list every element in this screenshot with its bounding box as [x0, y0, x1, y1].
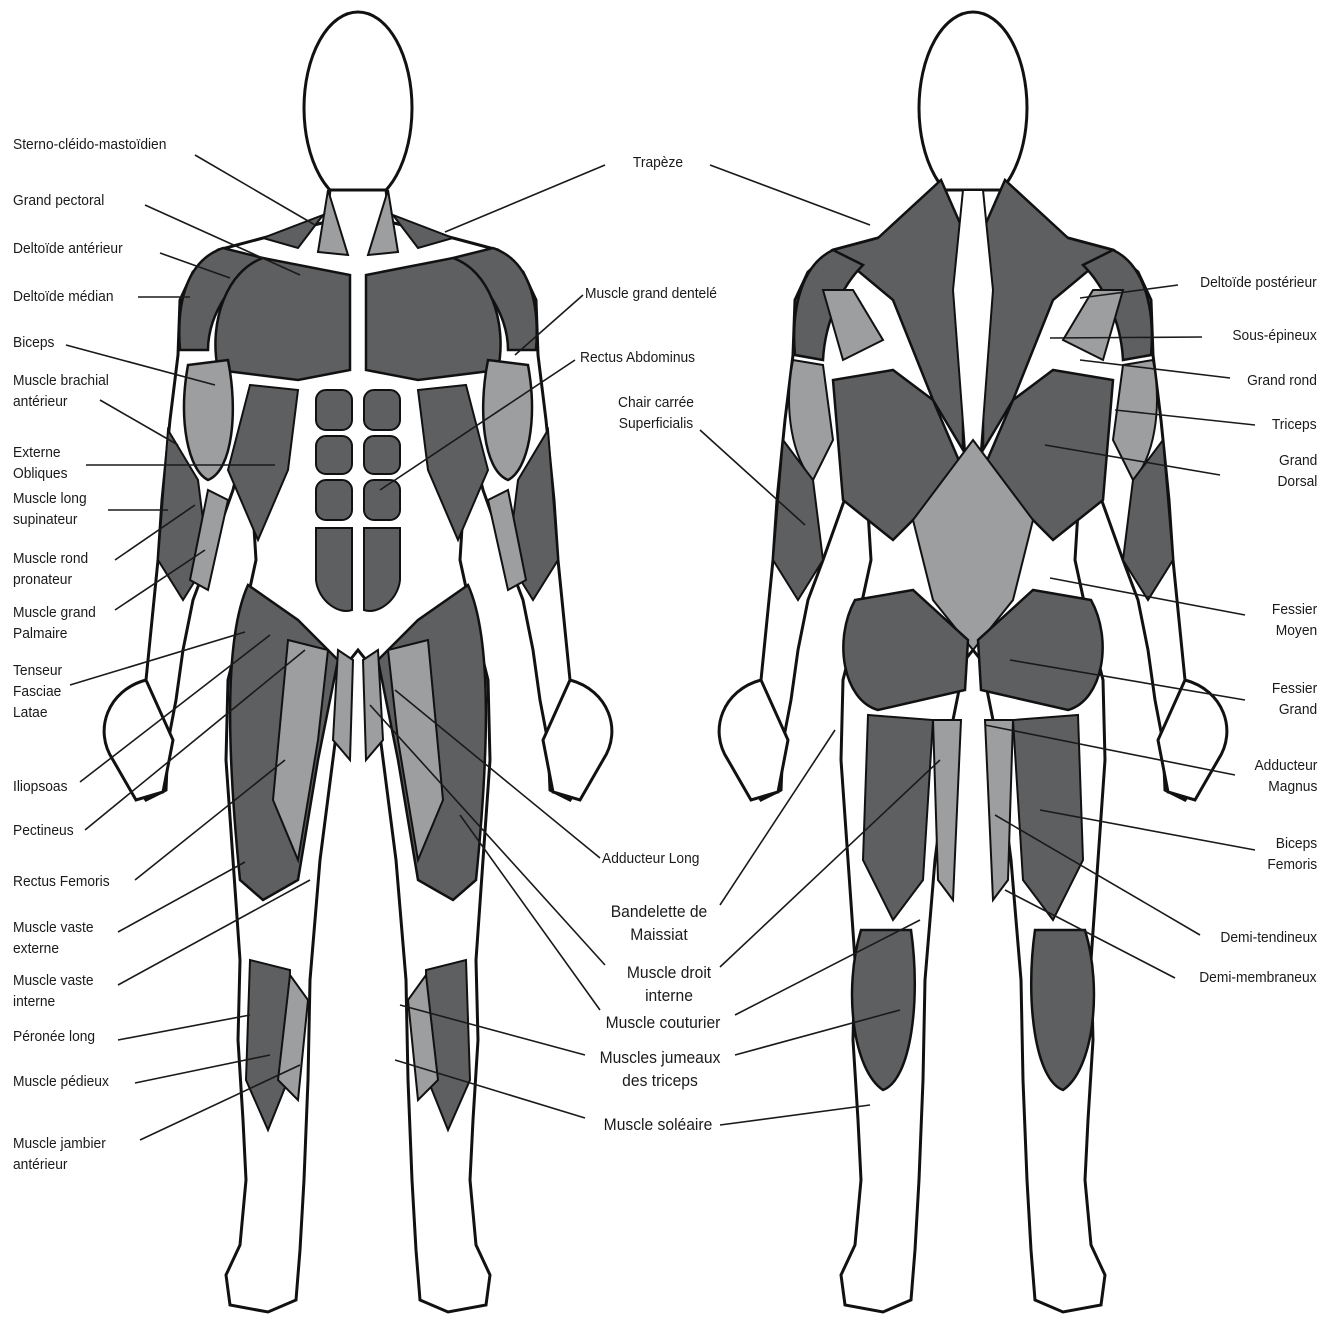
label-peronee-long: Péronée long	[13, 1028, 96, 1045]
label-couturier: Muscle couturier	[605, 1013, 721, 1032]
label-deltoide-anterieur: Deltoïde antérieur	[13, 240, 123, 257]
label-grand-pectoral: Grand pectoral	[13, 192, 105, 209]
label-triceps: Triceps	[1272, 416, 1317, 433]
front-figure	[102, 10, 614, 1314]
label-pectineus: Pectineus	[13, 822, 74, 839]
label-biceps: Biceps	[13, 334, 55, 351]
label-deltoide-posterieur: Deltoïde postérieur	[1200, 274, 1317, 291]
label-deltoide-median: Deltoïde médian	[13, 288, 114, 305]
label-demi-membraneux: Demi-membraneux	[1199, 969, 1317, 986]
label-sterno: Sterno-cléido-mastoïdien	[13, 136, 167, 153]
label-iliopsoas: Iliopsoas	[13, 778, 68, 795]
label-sous-epineux: Sous-épineux	[1232, 327, 1317, 344]
back-figure	[717, 10, 1229, 1314]
label-soleaire: Muscle soléaire	[603, 1115, 713, 1134]
label-demi-tendineux: Demi-tendineux	[1220, 929, 1317, 946]
label-grand-dentele: Muscle grand dentelé	[585, 285, 717, 302]
leader-lines	[65, 154, 1256, 1141]
label-grand-rond: Grand rond	[1247, 372, 1317, 389]
label-adducteur-long: Adducteur Long	[602, 850, 700, 867]
label-pedieux: Muscle pédieux	[13, 1073, 109, 1090]
label-rectus-femoris: Rectus Femoris	[13, 873, 110, 890]
label-trapeze: Trapèze	[632, 154, 684, 171]
label-rectus-abdominus: Rectus Abdominus	[580, 349, 696, 366]
